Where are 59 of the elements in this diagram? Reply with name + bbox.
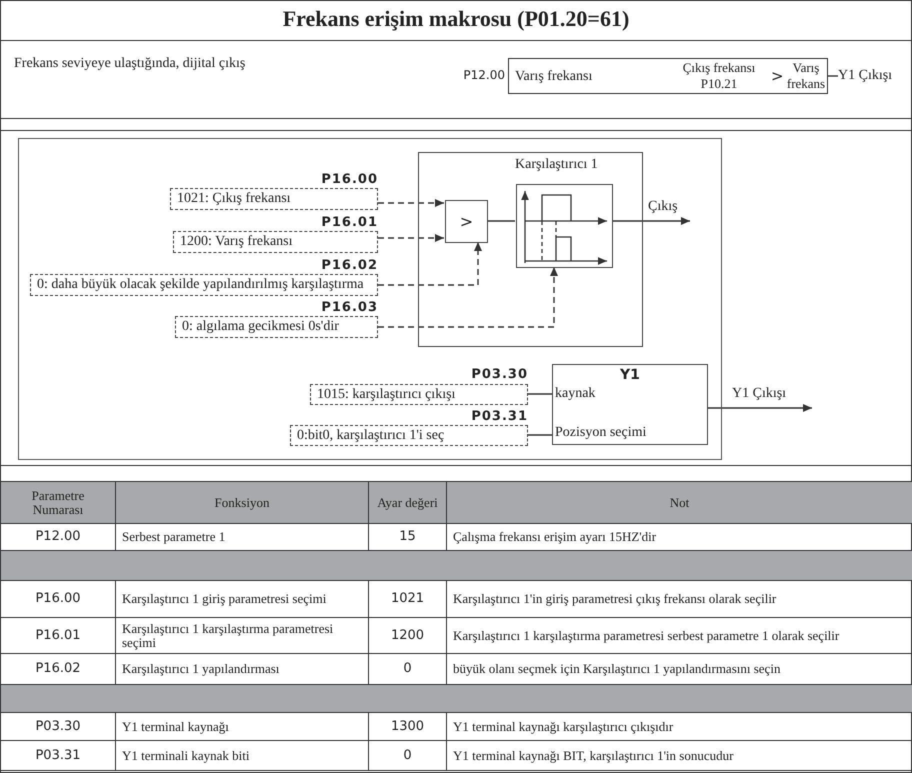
parameter-code: P16.03 — [321, 300, 378, 315]
block-title: Y1 — [619, 367, 641, 383]
parameter-box — [310, 384, 528, 405]
parameter-value: 0: algılama gecikmesi 0s'dir — [182, 319, 340, 335]
arrow — [378, 267, 558, 328]
output-label: Y1 Çıkışı — [838, 68, 908, 86]
table-cell: P03.30 — [0, 712, 116, 740]
edge-label: Y1 Çıkışı — [732, 386, 786, 402]
block-title: Karşılaştırıcı 1 — [515, 157, 598, 173]
title: Frekans erişim makrosu (P01.20=61) — [282, 6, 630, 32]
edge-label: Çıkış — [648, 199, 678, 215]
parameter-value: 1200: Varış frekansı — [180, 234, 294, 250]
parameter-code: P03.30 — [471, 367, 528, 382]
table-cell: P16.01 — [0, 618, 116, 654]
table-cell: Y1 terminal kaynağı — [116, 712, 368, 740]
table-cell: Y1 terminali kaynak biti — [116, 740, 368, 770]
parameter-box — [170, 188, 378, 210]
table-cell: 0 — [368, 740, 446, 770]
parameter-box — [173, 231, 378, 253]
parameter-code: P16.00 — [321, 172, 378, 187]
parameter-box — [175, 316, 378, 338]
hysteresis-graph-drawing — [516, 184, 613, 268]
table-cell: 1200 — [368, 618, 446, 654]
parameter-box — [30, 274, 378, 296]
description: Frekans seviyeye ulaştığında, dijital çıkış — [14, 56, 246, 72]
arrow — [378, 234, 444, 242]
table-cell: Karşılaştırıcı 1 karşılaştırma parametresi seçimi — [116, 618, 368, 654]
comparison-sign: > — [771, 67, 784, 85]
arrow — [612, 217, 690, 225]
signal-label: Varış frekans — [786, 60, 826, 92]
condition-box — [508, 58, 828, 94]
arrow — [378, 199, 444, 207]
parameter-code: P16.02 — [321, 258, 378, 273]
parameter-code: P03.31 — [471, 409, 528, 424]
parameter-value: 1021: Çıkış frekansı — [177, 191, 292, 207]
parameter-value: 0: daha büyük olacak şekilde yapılandırılmış karşılaştırma — [37, 277, 365, 293]
comparator-block — [418, 152, 643, 347]
table-header-cell: Ayar değeri — [368, 482, 446, 524]
table-cell: P03.31 — [0, 740, 116, 770]
port-label: kaynak — [555, 386, 596, 402]
parameter-code: P12.00 — [463, 68, 505, 82]
parameter-box — [290, 425, 528, 446]
table-header-cell: Fonksiyon — [116, 482, 368, 524]
table-header-cell: Not — [446, 482, 912, 524]
table-header-cell: Parametre Numarası — [0, 482, 116, 524]
port-label: Pozisyon seçimi — [555, 425, 646, 441]
table-cell: 1300 — [368, 712, 446, 740]
table-cell: Karşılaştırıcı 1 giriş parametresi seçimi — [116, 580, 368, 618]
table-cell: 1021 — [368, 580, 446, 618]
table-cell: P16.00 — [0, 580, 116, 618]
signal-label: Çıkış frekansı P10.21 — [682, 60, 756, 92]
compare-box: > — [445, 200, 488, 243]
parameter-value: 0:bit0, karşılaştırıcı 1'i seç — [297, 428, 446, 444]
signal-label: Varış frekansı — [515, 69, 592, 85]
output-terminal-block — [552, 364, 708, 445]
parameter-code: P16.01 — [321, 215, 378, 230]
parameter-value: 1015: karşılaştırıcı çıkışı — [317, 387, 456, 403]
arrow — [708, 404, 812, 412]
arrow — [378, 242, 482, 286]
